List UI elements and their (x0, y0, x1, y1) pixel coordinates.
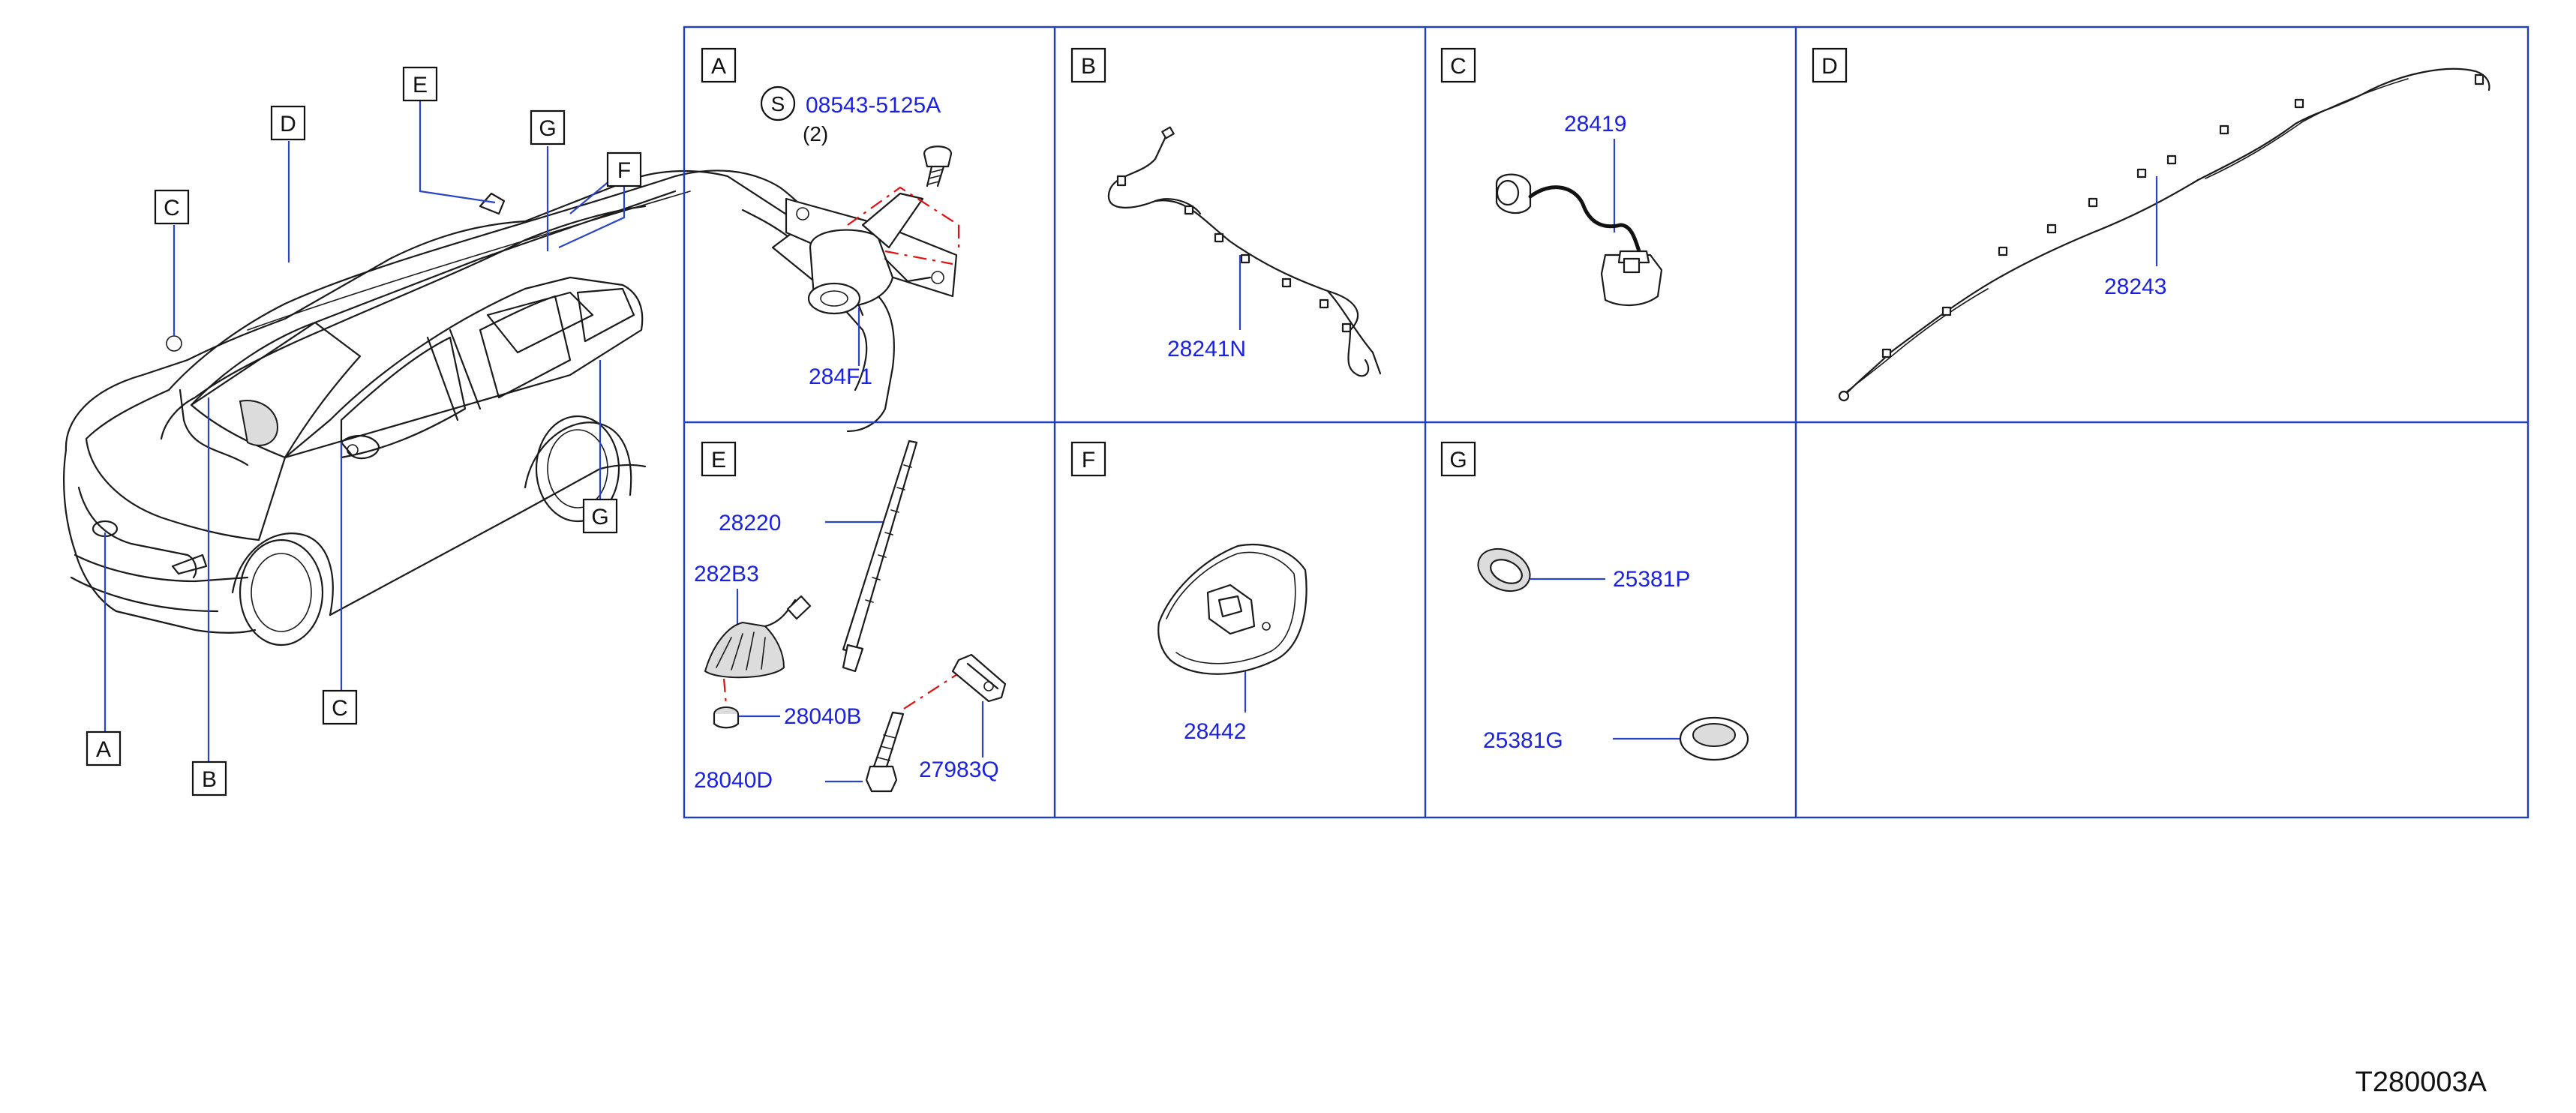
panel-a-tag: A (711, 54, 726, 79)
part-28241n: 28241N (1167, 337, 1246, 362)
overview-tag-g-top-label: G (539, 116, 556, 141)
panel-g-tag: G (1449, 448, 1467, 472)
part-282b3: 282B3 (694, 562, 759, 586)
panel-d-tag: D (1821, 54, 1838, 79)
antenna-bracket-icon (951, 653, 1007, 703)
part-28220: 28220 (719, 511, 781, 536)
camera-harness-icon (1107, 126, 1382, 377)
part-08543-5125a: 08543-5125A (806, 93, 941, 118)
overview-tag-g-bottom-label: G (591, 505, 608, 530)
panel-c: C 28419 (1440, 47, 1663, 307)
part-25381p: 25381P (1613, 567, 1690, 592)
panel-c-tag: C (1450, 54, 1467, 79)
overview-tag-b: B (191, 760, 227, 796)
screw-symbol: S (771, 92, 785, 116)
screw-quantity: (2) (803, 122, 828, 146)
overview-tag-d: D (270, 105, 306, 141)
parts-grid (683, 26, 2529, 819)
overview-tag-e-label: E (413, 73, 428, 98)
overview-tag-c-bottom-label: C (332, 696, 348, 721)
panel-b-tag: B (1081, 54, 1096, 79)
part-27983q: 27983Q (919, 758, 999, 782)
antenna-rod-icon (842, 440, 918, 673)
grommet-25381g-icon (1679, 716, 1749, 761)
antenna-nut-icon (713, 706, 740, 729)
part-28442: 28442 (1184, 719, 1246, 744)
panel-d: D 28243 (1812, 47, 2490, 402)
overview-tag-f: F (606, 152, 642, 188)
part-25381g: 25381G (1483, 728, 1563, 753)
overview-tag-d-label: D (280, 112, 296, 136)
part-28243: 28243 (2104, 274, 2166, 299)
overview-leaders (104, 86, 626, 761)
panel-a: A S 08543-5125A (2) 284F1 (701, 47, 960, 389)
part-28419: 28419 (1564, 112, 1626, 136)
overview-tag-c-bottom: C (322, 689, 358, 725)
overview-tag-a-label: A (96, 737, 111, 762)
overview-tag-g-bottom: G (582, 498, 618, 534)
overview-tag-f-label: F (617, 158, 631, 183)
panel-f: F 28442 (1070, 441, 1308, 744)
panel-b: B 28241N (1070, 47, 1382, 377)
roof-harness-icon (1838, 68, 2490, 402)
overview-tag-b-label: B (202, 767, 217, 792)
part-284f1: 284F1 (809, 364, 872, 389)
overview-tag-g-top: G (530, 110, 566, 146)
rear-camera-icon (785, 192, 958, 315)
panel-e: E 28220 282B3 28040B 28040D (694, 440, 1007, 793)
screw-symbol-icon (760, 86, 796, 122)
panel-f-tag: F (1082, 448, 1095, 472)
overview-tag-a: A (86, 730, 122, 766)
grommet-25381p-icon (1477, 548, 1531, 592)
antenna-base-icon (704, 595, 812, 679)
part-28040b: 28040B (784, 704, 861, 729)
diagram-code: T280003A (2355, 1066, 2487, 1098)
vehicle-overview (63, 170, 895, 646)
overview-tag-c-top-label: C (164, 196, 180, 220)
overview-tag-e: E (402, 66, 438, 102)
part-28040d: 28040D (694, 768, 773, 793)
antenna-cover-icon (1157, 544, 1308, 675)
panel-e-tag: E (711, 448, 726, 472)
camera-cable-icon (1495, 173, 1663, 307)
overview-tag-c-top: C (154, 189, 190, 225)
screw-icon (923, 146, 953, 188)
panel-g: G 25381P 25381G (1440, 441, 1749, 761)
antenna-bolt-icon (865, 711, 905, 793)
